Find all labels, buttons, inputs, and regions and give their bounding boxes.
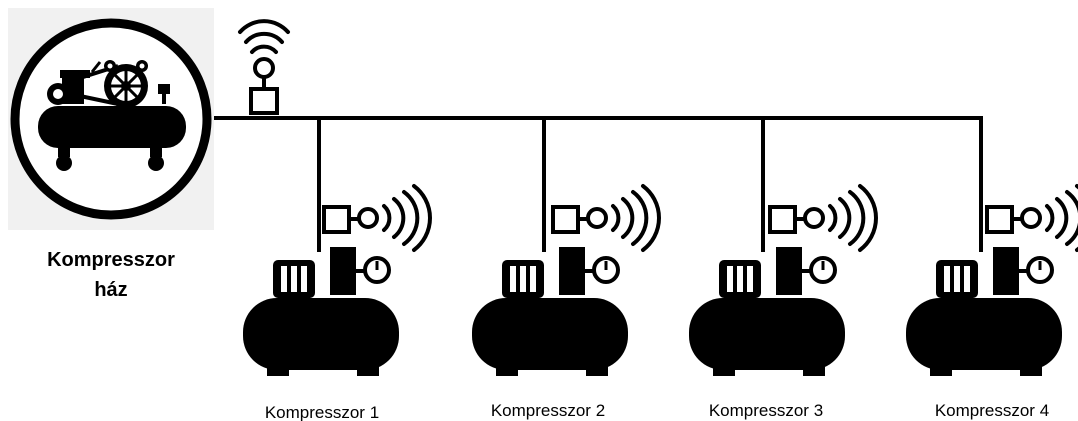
- compressor-3-label: Kompresszor 3: [709, 401, 823, 420]
- house-compressor-icon: [38, 60, 186, 171]
- sensor-head: [253, 57, 275, 79]
- compressor-2-label: Kompresszor 2: [491, 401, 605, 420]
- compressor-1-icon: [241, 184, 432, 378]
- house-label-line1: Kompresszor: [47, 249, 175, 271]
- compressor-4: Kompresszor 4: [904, 184, 1078, 420]
- sensor-box: [249, 87, 279, 115]
- wifi-signal-icon: [238, 19, 290, 54]
- compressor-3-icon: [687, 184, 878, 378]
- main-pipeline: [214, 116, 983, 252]
- compressor-4-icon: [904, 184, 1078, 378]
- compressor-3: Kompresszor 3: [687, 184, 878, 420]
- header-wireless-sensor: [238, 19, 290, 115]
- compressor-4-label: Kompresszor 4: [935, 401, 1049, 420]
- compressor-1: Kompresszor 1: [241, 184, 432, 421]
- compressor-2-icon: [470, 184, 661, 378]
- compressor-house: Kompresszor ház: [8, 8, 214, 301]
- compressor-2: Kompresszor 2: [470, 184, 661, 420]
- compressor-1-label: Kompresszor 1: [265, 403, 379, 421]
- house-label-line2: ház: [94, 279, 127, 301]
